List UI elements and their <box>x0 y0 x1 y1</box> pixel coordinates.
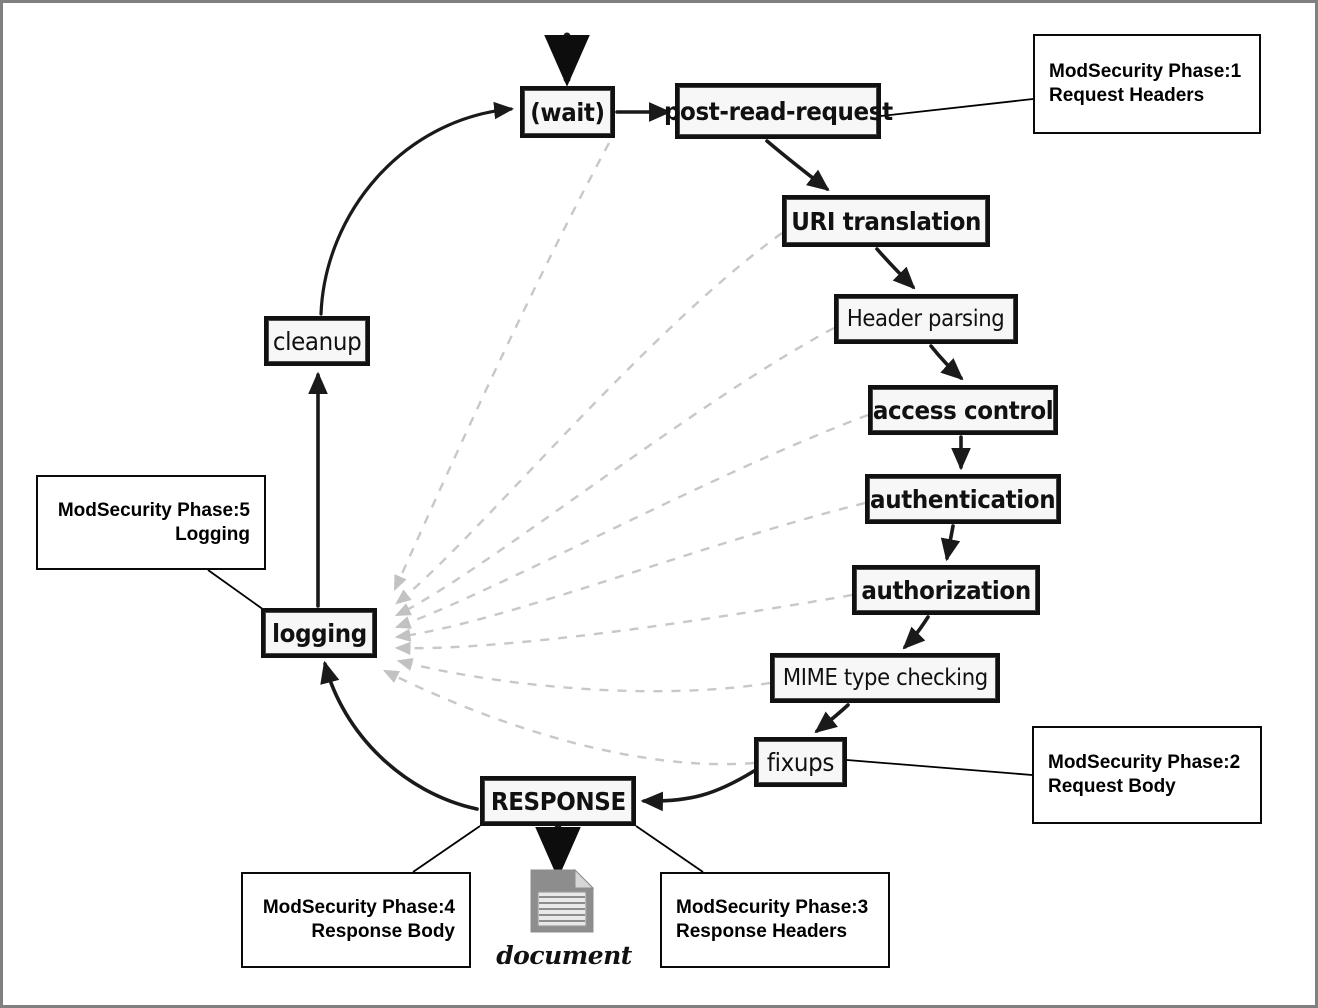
connector-phase4 <box>412 825 481 873</box>
note-line-phase4-1: Response Body <box>311 921 455 942</box>
node-response[interactable]: RESPONSE <box>480 776 636 826</box>
node-inner-authz: authorization <box>856 569 1036 611</box>
node-post_read[interactable]: post-read-request <box>664 83 893 139</box>
dashed-edge-header-to-logging <box>394 326 835 617</box>
node-inner-uri_trans: URI translation <box>786 199 986 243</box>
edge-mime-to-fixups <box>814 703 850 734</box>
edge-post-read-to-uri <box>765 139 830 192</box>
dashed-edge-access-to-logging <box>394 413 869 629</box>
node-fixups[interactable]: fixups <box>754 737 847 787</box>
node-inner-response: RESPONSE <box>484 780 632 822</box>
note-line-phase5-0: ModSecurity Phase:5 <box>57 499 250 521</box>
node-label-authn: authentication <box>870 484 1056 514</box>
node-label-authz: authorization <box>861 575 1031 605</box>
node-inner-logging: logging <box>265 612 373 654</box>
node-inner-access_ctrl: access control <box>872 389 1054 431</box>
node-inner-post_read: post-read-request <box>664 87 893 135</box>
dashed-edge-fixups-to-logging <box>382 669 755 766</box>
node-inner-mime: MIME type checking <box>774 657 996 699</box>
document-page-icon <box>530 868 595 933</box>
note-line-phase2-0: ModSecurity Phase:2 <box>1048 752 1241 774</box>
node-header_parse[interactable]: Header parsing <box>834 294 1018 344</box>
connector-phase2 <box>846 759 1033 776</box>
node-uri_trans[interactable]: URI translation <box>782 195 990 247</box>
note-line-phase4-0: ModSecurity Phase:4 <box>262 897 455 919</box>
dashed-edge-authz-to-logging <box>394 593 853 656</box>
dashed-edge-authn-to-logging <box>394 501 866 642</box>
node-label-header_parse: Header parsing <box>847 306 1005 332</box>
node-label-cleanup: cleanup <box>272 326 362 356</box>
node-mime[interactable]: MIME type checking <box>770 653 1000 703</box>
node-authz[interactable]: authorization <box>852 565 1040 615</box>
note-line-phase3-0: ModSecurity Phase:3 <box>676 897 869 919</box>
connector-phase3 <box>635 825 704 873</box>
node-label-response: RESPONSE <box>490 786 626 816</box>
document-icon-group: document <box>496 864 632 970</box>
note-line-phase3-1: Response Headers <box>676 921 848 942</box>
edge-authz-to-mime <box>902 615 930 650</box>
edge-authn-to-authz <box>940 524 961 562</box>
node-wait[interactable]: (wait) <box>520 86 615 138</box>
node-inner-wait: (wait) <box>524 90 611 134</box>
dashed-edge-mime-to-logging <box>396 657 771 693</box>
node-label-post_read: post-read-request <box>663 96 893 126</box>
document-icon-label: document <box>496 941 632 970</box>
node-label-mime: MIME type checking <box>782 665 988 691</box>
flow-edges <box>308 32 971 879</box>
dashed-edge-post-read-to-logging <box>393 142 611 592</box>
edge-header-to-access <box>929 344 964 381</box>
note-line-phase1-1: Request Headers <box>1049 85 1205 106</box>
connector-phase1 <box>880 98 1034 117</box>
edge-response-to-logging <box>320 660 479 811</box>
node-inner-fixups: fixups <box>758 741 843 783</box>
node-cleanup[interactable]: cleanup <box>264 316 370 366</box>
node-authn[interactable]: authentication <box>865 474 1061 524</box>
edge-cleanup-to-wait <box>319 101 514 316</box>
note-line-phase1-0: ModSecurity Phase:1 <box>1049 61 1242 83</box>
edge-uri-to-header <box>875 247 916 290</box>
node-label-logging: logging <box>271 618 367 648</box>
node-label-wait: (wait) <box>530 97 605 127</box>
node-label-fixups: fixups <box>766 747 835 777</box>
note-line-phase2-1: Request Body <box>1048 776 1176 797</box>
node-inner-authn: authentication <box>869 478 1057 520</box>
note-line-phase5-1: Logging <box>175 523 250 545</box>
node-inner-cleanup: cleanup <box>268 320 366 362</box>
node-access_ctrl[interactable]: access control <box>868 385 1058 435</box>
node-inner-header_parse: Header parsing <box>838 298 1014 340</box>
dashed-edge-uri-to-logging <box>395 232 783 605</box>
node-logging[interactable]: logging <box>261 608 377 658</box>
edge-fixups-to-response <box>640 769 756 812</box>
node-label-uri_trans: URI translation <box>791 206 981 236</box>
node-label-access_ctrl: access control <box>872 395 1054 425</box>
